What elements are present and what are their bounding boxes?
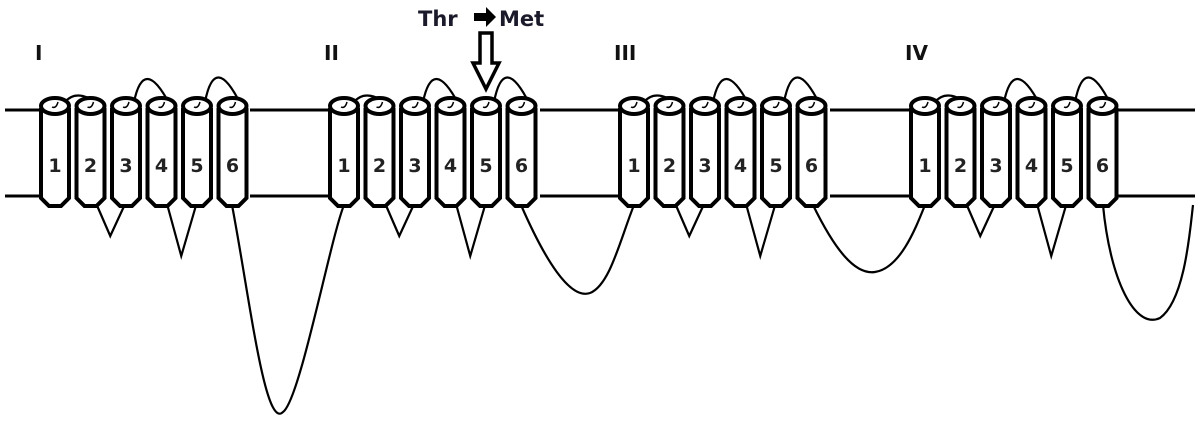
loop — [673, 201, 706, 239]
helix-number: 3 — [989, 155, 1002, 177]
transmembrane-helix: 3 — [689, 96, 721, 208]
helix-number: 5 — [479, 155, 492, 177]
mutation-to-label: Met — [499, 7, 544, 31]
transmembrane-helix: 2 — [653, 96, 686, 208]
loop — [454, 201, 488, 261]
domain-label: IV — [905, 41, 928, 65]
transmembrane-helix: 5 — [181, 96, 213, 208]
helix-number: 1 — [918, 155, 931, 177]
mutation-annotation: Thr Met — [418, 7, 544, 93]
helix-number: 1 — [48, 155, 61, 177]
transmembrane-helix: 4 — [145, 96, 178, 208]
loop — [711, 78, 750, 105]
transmembrane-helix: 3 — [399, 96, 431, 208]
helix-number: 4 — [734, 155, 747, 177]
transmembrane-helix: 5 — [760, 96, 792, 208]
loop — [94, 201, 127, 239]
transmembrane-helix: 4 — [724, 96, 757, 208]
loop — [230, 204, 346, 415]
transmembrane-helix: 1 — [909, 96, 941, 208]
helix-number: 2 — [84, 155, 97, 177]
loop — [132, 78, 171, 105]
loop — [812, 204, 927, 274]
transmembrane-helix: 5 — [1051, 96, 1083, 208]
helix-number: 3 — [408, 155, 421, 177]
helix-number: 2 — [954, 155, 967, 177]
helix-number: 4 — [1025, 155, 1038, 177]
loop — [1035, 201, 1069, 261]
transmembrane-helix: 2 — [944, 96, 977, 208]
helix-number: 6 — [805, 155, 818, 177]
helix-number: 6 — [515, 155, 528, 177]
helix-number: 6 — [226, 155, 239, 177]
helix-number: 4 — [444, 155, 457, 177]
loop — [203, 76, 242, 105]
transmembrane-helix: 6 — [216, 96, 249, 208]
helix-number: 1 — [627, 155, 640, 177]
domain-label: II — [324, 41, 339, 65]
transmembrane-helix: 5 — [470, 96, 502, 208]
helix-number: 5 — [1060, 155, 1073, 177]
transmembrane-helix: 1 — [328, 96, 360, 208]
helix-number: 5 — [190, 155, 203, 177]
transmembrane-helix: 1 — [618, 96, 650, 208]
helix-number: 4 — [155, 155, 168, 177]
helix-number: 3 — [119, 155, 132, 177]
transmembrane-helix: 4 — [434, 96, 467, 208]
transmembrane-helix: 6 — [1086, 96, 1119, 208]
loop — [165, 201, 199, 261]
helix-number: 1 — [337, 155, 350, 177]
loop — [492, 76, 531, 105]
domain-label: I — [35, 41, 42, 65]
loop — [421, 78, 460, 105]
loop — [1101, 204, 1195, 321]
helix-number: 6 — [1096, 155, 1109, 177]
transmembrane-helix: 6 — [795, 96, 828, 208]
helix-number: 2 — [373, 155, 386, 177]
loop — [1073, 76, 1112, 105]
transmembrane-helix: 3 — [980, 96, 1012, 208]
transmembrane-helix: 6 — [505, 96, 538, 208]
mutation-from-label: Thr — [418, 7, 458, 31]
loop — [782, 76, 821, 105]
down-arrow-icon — [470, 31, 502, 93]
transmembrane-helix: 3 — [110, 96, 142, 208]
transmembrane-helix: 2 — [363, 96, 396, 208]
right-arrow-icon — [474, 7, 496, 27]
loop — [1002, 78, 1041, 105]
transmembrane-helix: 4 — [1015, 96, 1048, 208]
transmembrane-helix: 2 — [74, 96, 107, 208]
helix-number: 5 — [769, 155, 782, 177]
loop — [383, 201, 416, 239]
helix-number: 2 — [663, 155, 676, 177]
membrane-lines — [5, 108, 1195, 198]
domain-label: III — [614, 41, 636, 65]
helix-number: 3 — [698, 155, 711, 177]
loop — [744, 201, 778, 261]
loop — [519, 204, 636, 295]
transmembrane-helix: 1 — [39, 96, 71, 208]
loop — [964, 201, 997, 239]
